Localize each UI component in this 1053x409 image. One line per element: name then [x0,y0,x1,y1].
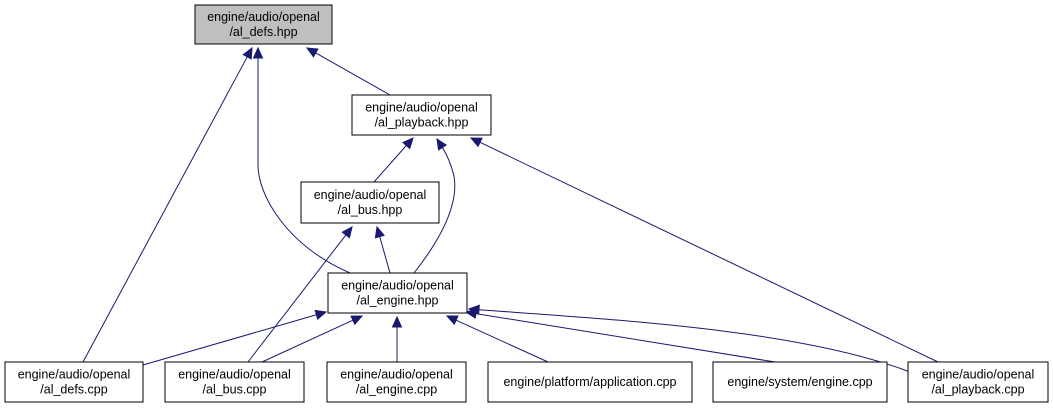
edge-arrowhead [374,225,385,239]
edge-al_bus_cpp-to-al_engine_hpp [261,315,364,363]
node-label-line: /al_engine.cpp [356,383,437,397]
edge-arrowhead [469,137,483,148]
edge-arrowhead [242,46,253,60]
edge-arrowhead [467,304,480,316]
node-label-line: engine/system/engine.cpp [727,375,872,389]
node-box [300,181,440,224]
edge-system_engine_cpp-to-al_engine_hpp [464,308,776,363]
node-label-line: engine/audio/openal [314,188,427,202]
node-label-line: engine/audio/openal [207,10,320,24]
node-label-line: /al_playback.hpp [375,116,469,130]
node-box [327,272,468,314]
edge-application_cpp-to-al_engine_hpp [445,315,549,363]
node-label-line: /al_bus.hpp [338,203,403,217]
edge-line [82,56,248,363]
node-label-line: /al_defs.hpp [229,25,297,39]
node-al-bus-hpp[interactable]: engine/audio/openal/al_bus.hpp [300,181,440,224]
edge-line [257,58,351,274]
edge-al_engine_hpp-to-al_bus_hpp [374,225,391,274]
edges-layer [82,46,939,373]
nodes-layer: engine/audio/openal/al_defs.hppengine/au… [4,4,1049,403]
edge-line [247,234,347,363]
edge-al_defs_cpp-to-al_engine_hpp [142,309,328,366]
edge-line [142,314,317,366]
node-al-playback-cpp[interactable]: engine/audio/openal/al_playback.cpp [907,361,1049,403]
node-box [907,361,1049,403]
node-label-line: /al_defs.cpp [40,383,107,397]
node-label-line: /al_bus.cpp [203,383,267,397]
node-al-engine-hpp[interactable]: engine/audio/openal/al_engine.hpp [327,272,468,314]
edge-arrowhead [341,226,353,239]
edge-arrowhead [445,315,459,326]
edge-line [315,52,391,96]
node-label-line: /al_playback.cpp [931,383,1024,397]
node-label-line: engine/audio/openal [365,101,478,115]
edge-arrowhead [436,137,448,151]
node-box [326,361,467,403]
edge-line [379,236,391,274]
node-label-line: /al_engine.hpp [356,294,438,308]
edge-al_bus_cpp-to-al_bus_hpp [247,226,353,363]
node-box [712,361,888,403]
edge-al_engine_hpp-to-al_playback_hpp [413,137,456,274]
edge-al_playback_cpp-to-al_playback_hpp [469,137,939,363]
edge-al_engine_cpp-to-al_engine_hpp [391,315,403,362]
node-application-cpp[interactable]: engine/platform/application.cpp [487,361,693,403]
node-label-line: engine/audio/openal [178,368,291,382]
edge-arrowhead [402,137,414,150]
node-label-line: engine/platform/application.cpp [503,375,676,389]
node-label-line: engine/audio/openal [341,279,454,293]
edge-line [261,319,354,363]
edge-al_playback_cpp-to-al_engine_hpp [467,304,911,373]
edge-arrowhead [391,315,403,328]
edge-line [478,309,911,373]
node-label-line: engine/audio/openal [922,368,1035,382]
edge-al_defs_cpp-to-al_defs_hpp [82,46,253,363]
node-label-line: engine/audio/openal [18,368,131,382]
node-system-engine-cpp[interactable]: engine/system/engine.cpp [712,361,888,403]
node-al-bus-cpp[interactable]: engine/audio/openal/al_bus.cpp [164,361,305,403]
node-box [194,4,333,45]
edge-line [475,313,776,363]
edge-line [413,147,456,274]
edge-al_engine_hpp-to-al_defs_hpp [252,46,351,274]
node-box [4,361,144,403]
edge-al_playback_hpp-to-al_defs_hpp [305,47,391,96]
node-box [164,361,305,403]
node-box [487,361,693,403]
edge-line [373,145,407,183]
node-al-defs-cpp[interactable]: engine/audio/openal/al_defs.cpp [4,361,144,403]
node-al-engine-cpp[interactable]: engine/audio/openal/al_engine.cpp [326,361,467,403]
edge-arrowhead [252,46,264,59]
edge-arrowhead [305,47,319,58]
edge-line [479,141,939,363]
node-label-line: engine/audio/openal [340,368,453,382]
edge-al_bus_hpp-to-al_playback_hpp [373,137,414,183]
edge-line [455,319,549,363]
edge-arrowhead [314,309,328,320]
node-al-playback-hpp[interactable]: engine/audio/openal/al_playback.hpp [351,94,492,136]
node-box [351,94,492,136]
edge-arrowhead [350,315,364,326]
node-al-defs-hpp: engine/audio/openal/al_defs.hpp [194,4,333,45]
